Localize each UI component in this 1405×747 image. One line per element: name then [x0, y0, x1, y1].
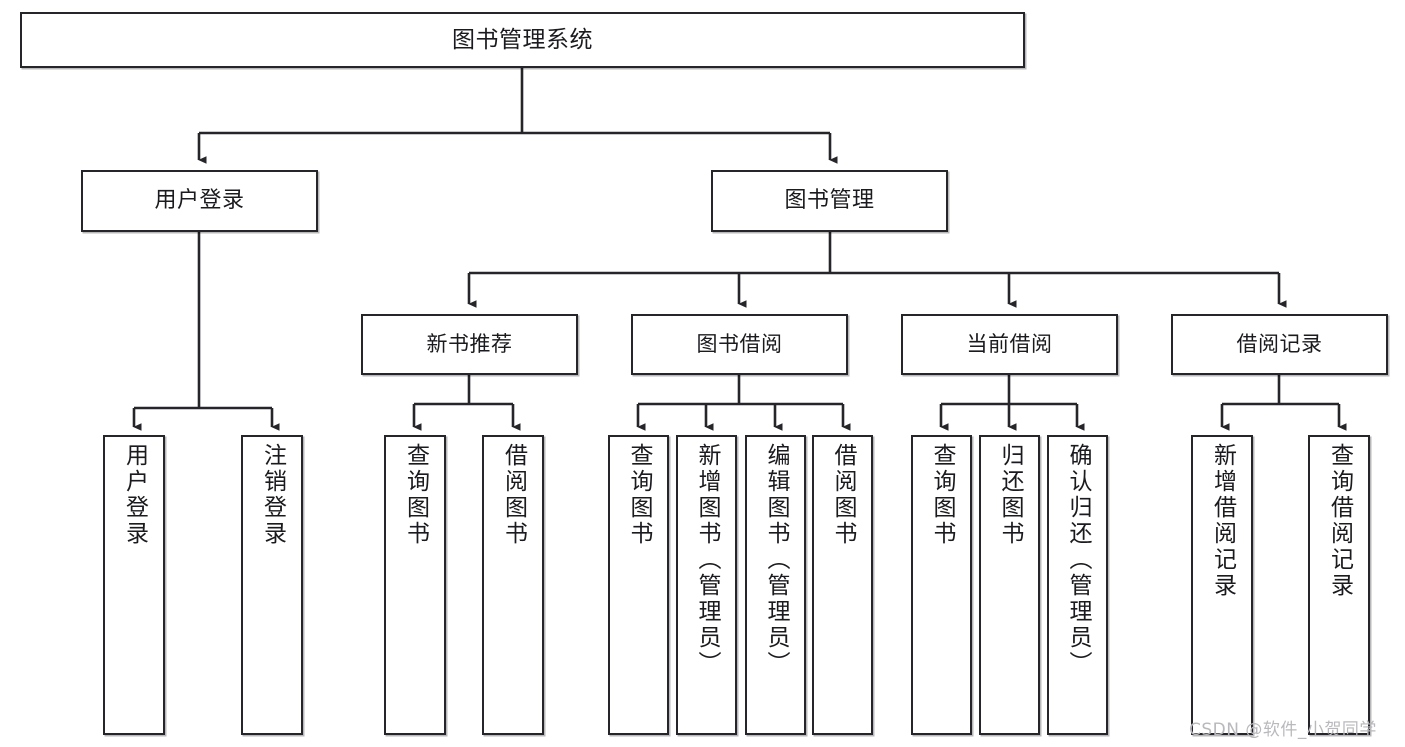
leaf-borrow-add-book-admin[interactable]: 新增图书（管理员） — [676, 435, 737, 735]
node-label: 当前借阅 — [966, 332, 1053, 357]
node-label: 编辑图书（管理员） — [763, 443, 789, 677]
leaf-recommend-query-book[interactable]: 查询图书 — [384, 435, 446, 735]
leaf-borrow-edit-book-admin[interactable]: 编辑图书（管理员） — [745, 435, 806, 735]
leaf-user-login-login[interactable]: 用户登录 — [103, 435, 165, 735]
node-current-borrow[interactable]: 当前借阅 — [901, 314, 1118, 375]
node-book-management[interactable]: 图书管理 — [711, 170, 948, 232]
node-label: 借阅图书 — [830, 443, 856, 547]
node-label: 新书推荐 — [426, 332, 513, 357]
node-user-login[interactable]: 用户登录 — [81, 170, 318, 232]
node-label: 新增图书（管理员） — [694, 443, 720, 677]
leaf-record-add-record[interactable]: 新增借阅记录 — [1191, 435, 1253, 735]
leaf-current-confirm-return-admin[interactable]: 确认归还（管理员） — [1047, 435, 1108, 735]
node-label: 注销登录 — [259, 443, 286, 547]
leaf-record-query-record[interactable]: 查询借阅记录 — [1308, 435, 1370, 735]
node-label: 归还图书 — [997, 443, 1023, 547]
node-label: 查询借阅记录 — [1326, 443, 1353, 599]
leaf-current-return-book[interactable]: 归还图书 — [979, 435, 1040, 735]
leaf-recommend-borrow-book[interactable]: 借阅图书 — [482, 435, 544, 735]
node-label: 借阅图书 — [500, 443, 527, 547]
node-root-library-system[interactable]: 图书管理系统 — [20, 12, 1025, 68]
node-label: 用户登录 — [121, 443, 148, 547]
watermark: CSDN @软件_小贺同学 — [1189, 720, 1377, 740]
node-borrow-record[interactable]: 借阅记录 — [1171, 314, 1388, 375]
node-label: 借阅记录 — [1236, 332, 1323, 357]
leaf-current-query-book[interactable]: 查询图书 — [911, 435, 972, 735]
leaf-borrow-borrow-book[interactable]: 借阅图书 — [812, 435, 873, 735]
node-label: 查询图书 — [402, 443, 429, 547]
leaf-borrow-query-book[interactable]: 查询图书 — [608, 435, 669, 735]
node-label: 新增借阅记录 — [1209, 443, 1236, 599]
node-book-borrow[interactable]: 图书借阅 — [631, 314, 848, 375]
node-label: 查询图书 — [929, 443, 955, 547]
node-label: 用户登录 — [154, 188, 245, 214]
node-label: 图书借阅 — [696, 332, 783, 357]
node-label: 图书管理 — [784, 188, 875, 214]
leaf-user-login-logout[interactable]: 注销登录 — [241, 435, 303, 735]
node-label: 图书管理系统 — [452, 26, 593, 53]
node-label: 确认归还（管理员） — [1065, 443, 1091, 677]
node-new-book-recommend[interactable]: 新书推荐 — [361, 314, 578, 375]
node-label: 查询图书 — [626, 443, 652, 547]
